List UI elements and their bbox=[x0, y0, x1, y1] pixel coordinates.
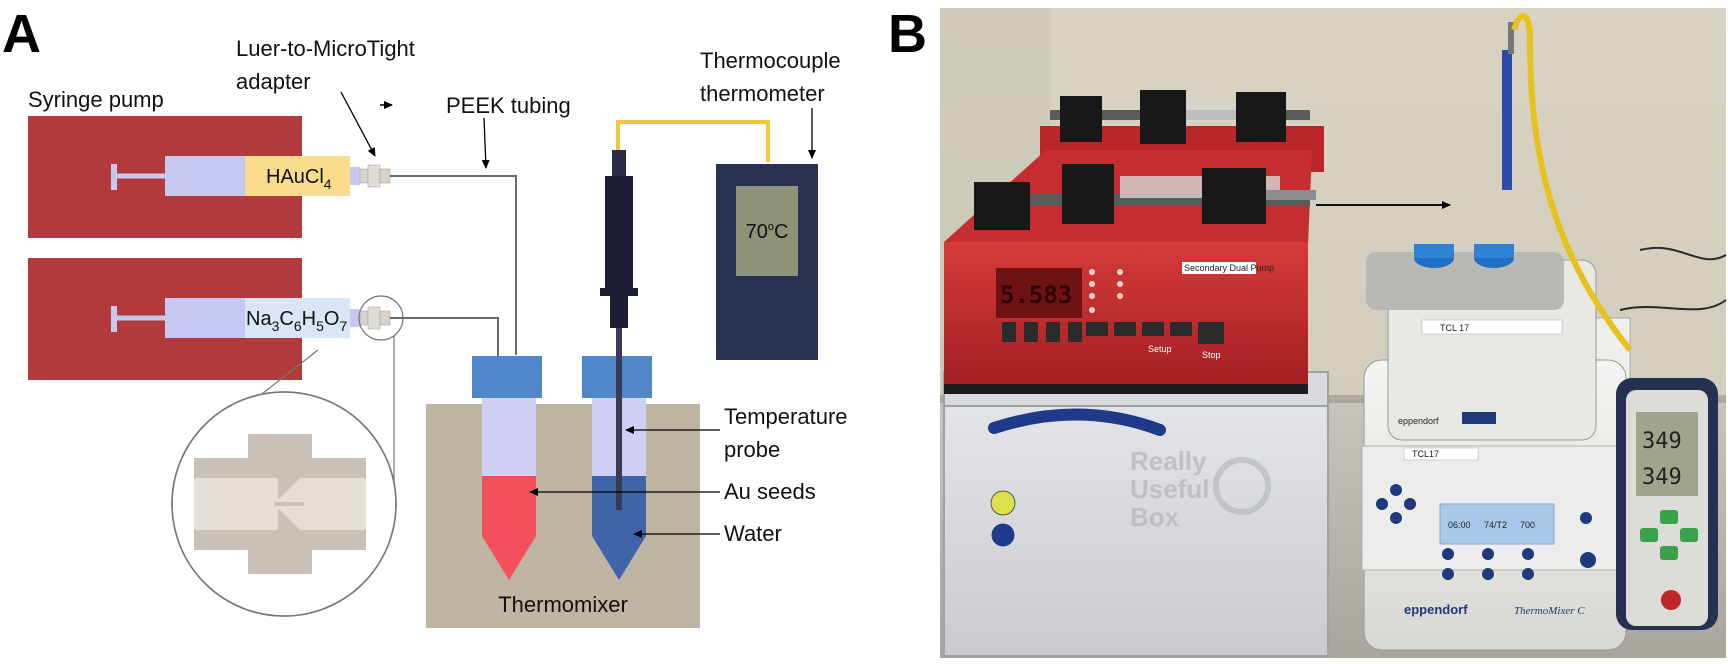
meter-reading-2: 349 bbox=[1642, 465, 1682, 490]
probe-label-line1: Temperature bbox=[724, 404, 848, 429]
panel-b-photo: Really Useful Box 5.583 bbox=[940, 8, 1727, 658]
adapter-2 bbox=[359, 306, 391, 330]
photo-syringe-pump: 5.583 Secondary Dual Pump Setup Stop bbox=[944, 90, 1324, 394]
thermometer: 70oC bbox=[716, 164, 818, 360]
syringe-barrel-1 bbox=[165, 156, 245, 196]
mixer-model: ThermoMixer C bbox=[1514, 605, 1585, 617]
pump-setup: Setup bbox=[1148, 344, 1172, 354]
syringe-reagent-2 bbox=[245, 298, 350, 338]
adapter-label-line2: adapter bbox=[236, 69, 311, 94]
adapter-arrow bbox=[340, 91, 376, 157]
mixer-brand: eppendorf bbox=[1404, 602, 1468, 617]
storage-box: Really Useful Box bbox=[943, 371, 1329, 657]
box-brand-line3: Box bbox=[1130, 502, 1180, 532]
photo-thermomixer: 06:00 74/T2 700 TCL17 eppendorf ThermoMi… bbox=[1361, 13, 1633, 651]
tube-seeds bbox=[472, 356, 542, 580]
panel-a-letter: A bbox=[2, 4, 41, 64]
water-label: Water bbox=[724, 521, 782, 546]
meter-reading-1: 349 bbox=[1642, 429, 1682, 454]
box-brand-line1: Really bbox=[1130, 446, 1207, 476]
block-brand: eppendorf bbox=[1398, 416, 1439, 426]
tubing-label: PEEK tubing bbox=[446, 93, 571, 118]
adapter-zoom bbox=[171, 391, 397, 617]
photo-thermometer: 349 349 bbox=[1616, 378, 1718, 630]
tubing-arrow bbox=[481, 117, 490, 169]
syringe-barrel-2 bbox=[165, 298, 245, 338]
reagent2-label: Na3C6H5O7 bbox=[246, 308, 347, 334]
pump-display: 5.583 bbox=[1000, 281, 1072, 309]
adapter-1 bbox=[359, 164, 391, 188]
mixer-screen-time: 06:00 bbox=[1448, 520, 1471, 530]
mixer-screen-speed: 700 bbox=[1520, 520, 1535, 530]
mixer-screen-temp: 74/T2 bbox=[1484, 520, 1507, 530]
box-brand-line2: Useful bbox=[1130, 474, 1209, 504]
reagent1-label: HAuCl4 bbox=[266, 166, 332, 192]
mixer-tcl: TCL17 bbox=[1412, 449, 1439, 459]
syringe-reagent-1 bbox=[245, 156, 350, 196]
pump-label: Secondary Dual Pump bbox=[1184, 263, 1274, 273]
probe-label-line2: probe bbox=[724, 437, 780, 462]
block-label: TCL 17 bbox=[1440, 323, 1469, 333]
syringe-tip-2 bbox=[350, 309, 360, 327]
syringe-tip-1 bbox=[350, 167, 360, 185]
thermometer-label-line2: thermometer bbox=[700, 81, 825, 106]
plunger-head-1 bbox=[111, 164, 117, 190]
temperature-probe bbox=[600, 120, 770, 510]
adapter-label-line1: Luer-to-MicroTight bbox=[236, 36, 415, 61]
panel-a: A Syringe pump Luer-to-MicroTight adapte… bbox=[2, 4, 848, 628]
thermometer-label-line1: Thermocouple bbox=[700, 48, 841, 73]
pump-stop: Stop bbox=[1202, 350, 1221, 360]
tubing-1 bbox=[390, 175, 517, 355]
thermometer-display: 70oC bbox=[746, 221, 789, 243]
thermometer-screen bbox=[736, 186, 798, 276]
syringe-pump-label: Syringe pump bbox=[28, 87, 164, 112]
panel-b-letter: B bbox=[888, 4, 927, 64]
thermomixer-label: Thermomixer bbox=[498, 592, 628, 617]
plunger-head-2 bbox=[111, 306, 117, 332]
thermomixer-block bbox=[426, 404, 700, 628]
seeds-label: Au seeds bbox=[724, 479, 816, 504]
